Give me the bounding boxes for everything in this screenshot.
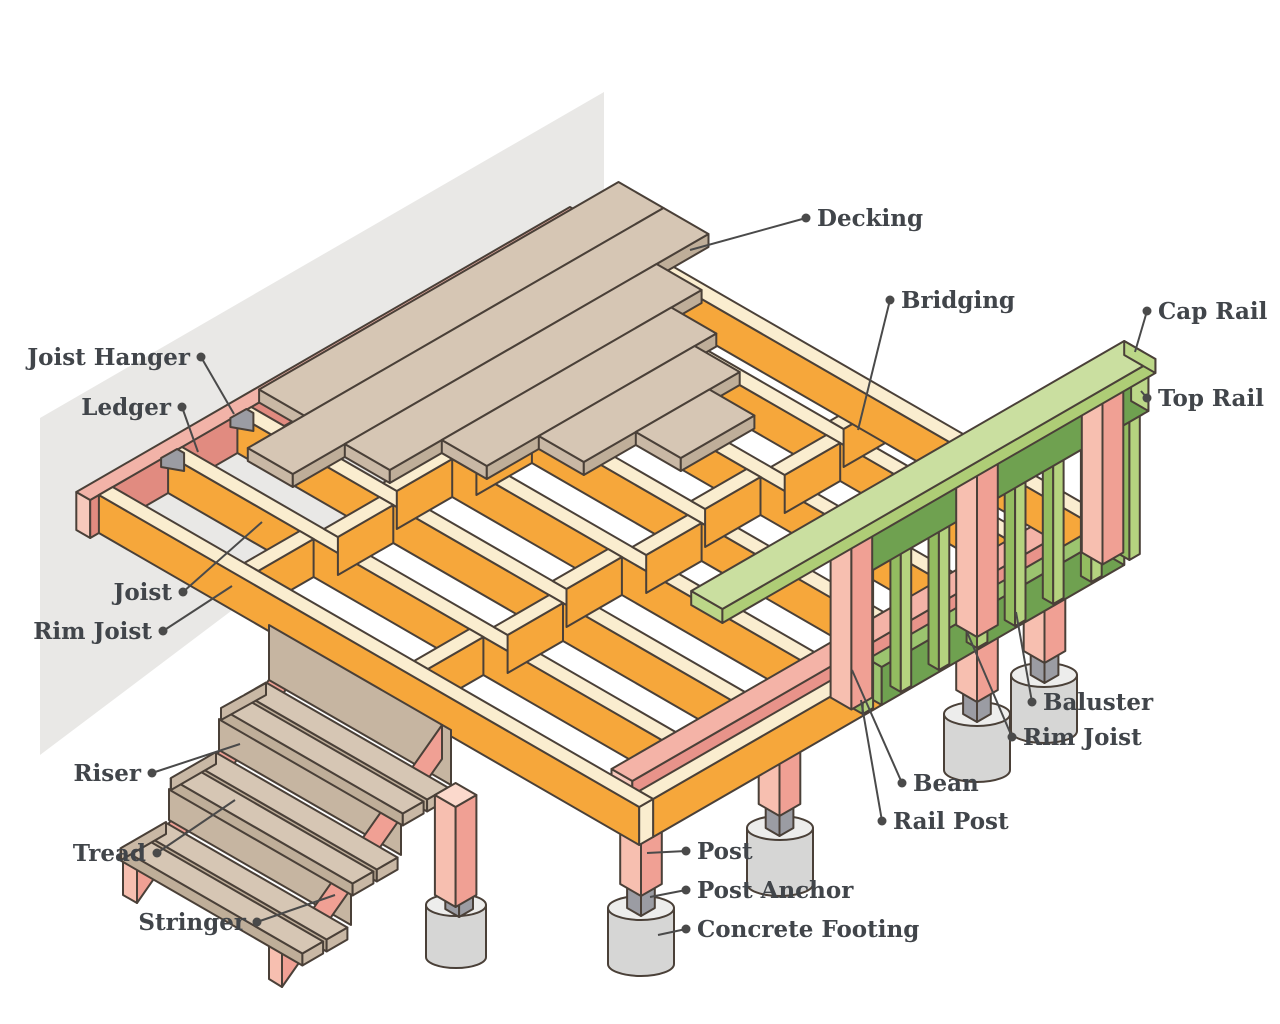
label-line-bridging — [857, 299, 891, 431]
label-dot-bean — [897, 778, 907, 788]
label-rail-post: Rail Post — [893, 808, 1009, 835]
label-dot-ledger — [177, 402, 187, 412]
rail-post-board — [829, 533, 853, 711]
stair-post — [433, 794, 457, 908]
concrete-footing-cylinder — [607, 907, 675, 977]
label-decking: Decking — [817, 205, 923, 232]
label-line-riser — [151, 743, 241, 774]
bridging-block — [551, 548, 623, 590]
decking-board — [343, 263, 703, 471]
stair-tread-end — [120, 821, 167, 861]
label-line-ledger — [181, 406, 199, 453]
label-line-tread — [156, 799, 236, 854]
label-dot-joist-hanger — [196, 352, 206, 362]
label-line-baluster — [1015, 611, 1033, 703]
label-top-rail: Top Rail — [1158, 385, 1264, 412]
label-line-joist-hanger — [200, 356, 235, 415]
label-dot-rim-joist-right — [1007, 732, 1017, 742]
decking-board — [634, 388, 756, 459]
label-rim-joist-right: Rim Joist — [1023, 724, 1142, 751]
label-line-bean — [851, 669, 903, 784]
rail-post-board — [1080, 388, 1104, 566]
label-dot-stringer — [252, 917, 262, 927]
label-dot-post — [681, 846, 691, 856]
bridging-block — [631, 514, 703, 556]
concrete-footing-cylinder — [746, 827, 814, 897]
rail-post-board — [850, 533, 874, 711]
joist-hanger — [229, 408, 255, 432]
stair-post — [433, 782, 478, 808]
bridging-block — [492, 594, 564, 636]
label-line-post — [646, 850, 687, 854]
decking-board — [537, 345, 741, 463]
label-line-cap-rail — [1134, 310, 1148, 353]
rail-post-board — [955, 461, 978, 638]
label-dot-post-anchor — [681, 885, 691, 895]
label-dot-rail-post — [877, 816, 887, 826]
decking-board — [440, 306, 718, 467]
label-post-anchor: Post Anchor — [697, 877, 854, 904]
label-bridging: Bridging — [901, 287, 1015, 314]
cap-rail-board — [1123, 340, 1157, 374]
label-dot-rim-joist-left — [158, 626, 168, 636]
label-dot-cap-rail — [1142, 306, 1152, 316]
bridging-block — [690, 468, 762, 510]
label-stringer: Stringer — [138, 909, 247, 936]
label-dot-concrete-footing — [681, 924, 691, 934]
label-riser: Riser — [73, 760, 141, 787]
decking-board — [246, 207, 710, 475]
label-dot-tread — [152, 848, 162, 858]
rim-joist-left — [97, 486, 655, 808]
label-line-joist — [182, 521, 263, 593]
concrete-footing-cylinder — [943, 713, 1011, 783]
bridging-block — [769, 434, 842, 476]
label-tread: Tread — [73, 840, 146, 867]
label-bean: Bean — [913, 770, 979, 797]
label-cap-rail: Cap Rail — [1158, 298, 1268, 325]
label-post: Post — [697, 838, 753, 865]
bridging-block — [323, 496, 395, 538]
label-line-rail-post — [860, 699, 883, 822]
label-line-stringer — [256, 894, 336, 923]
label-line-decking — [689, 217, 807, 251]
label-dot-bridging — [885, 295, 895, 305]
label-dot-decking — [801, 213, 811, 223]
label-line-rim-joist-right — [966, 631, 1013, 738]
label-dot-top-rail — [1142, 393, 1152, 403]
label-dot-baluster — [1027, 697, 1037, 707]
label-line-post-anchor — [649, 889, 687, 898]
stair-post — [454, 794, 478, 908]
label-line-rim-joist-left — [162, 585, 233, 632]
label-dot-joist — [178, 587, 188, 597]
label-ledger: Ledger — [81, 394, 172, 421]
concrete-footing-cylinder — [425, 904, 487, 969]
rail-post-board — [1101, 388, 1125, 566]
label-concrete-footing: Concrete Footing — [697, 916, 919, 943]
stair-tread-end — [170, 751, 217, 791]
label-joist: Joist — [111, 579, 172, 606]
rail-post-board — [976, 461, 999, 638]
label-joist-hanger: Joist Hanger — [25, 344, 191, 371]
stair-tread-end — [220, 682, 267, 721]
label-baluster: Baluster — [1043, 689, 1154, 716]
joist-hanger — [160, 448, 186, 472]
label-dot-riser — [147, 768, 157, 778]
label-rim-joist-left: Rim Joist — [33, 618, 152, 645]
label-line-concrete-footing — [657, 928, 687, 936]
